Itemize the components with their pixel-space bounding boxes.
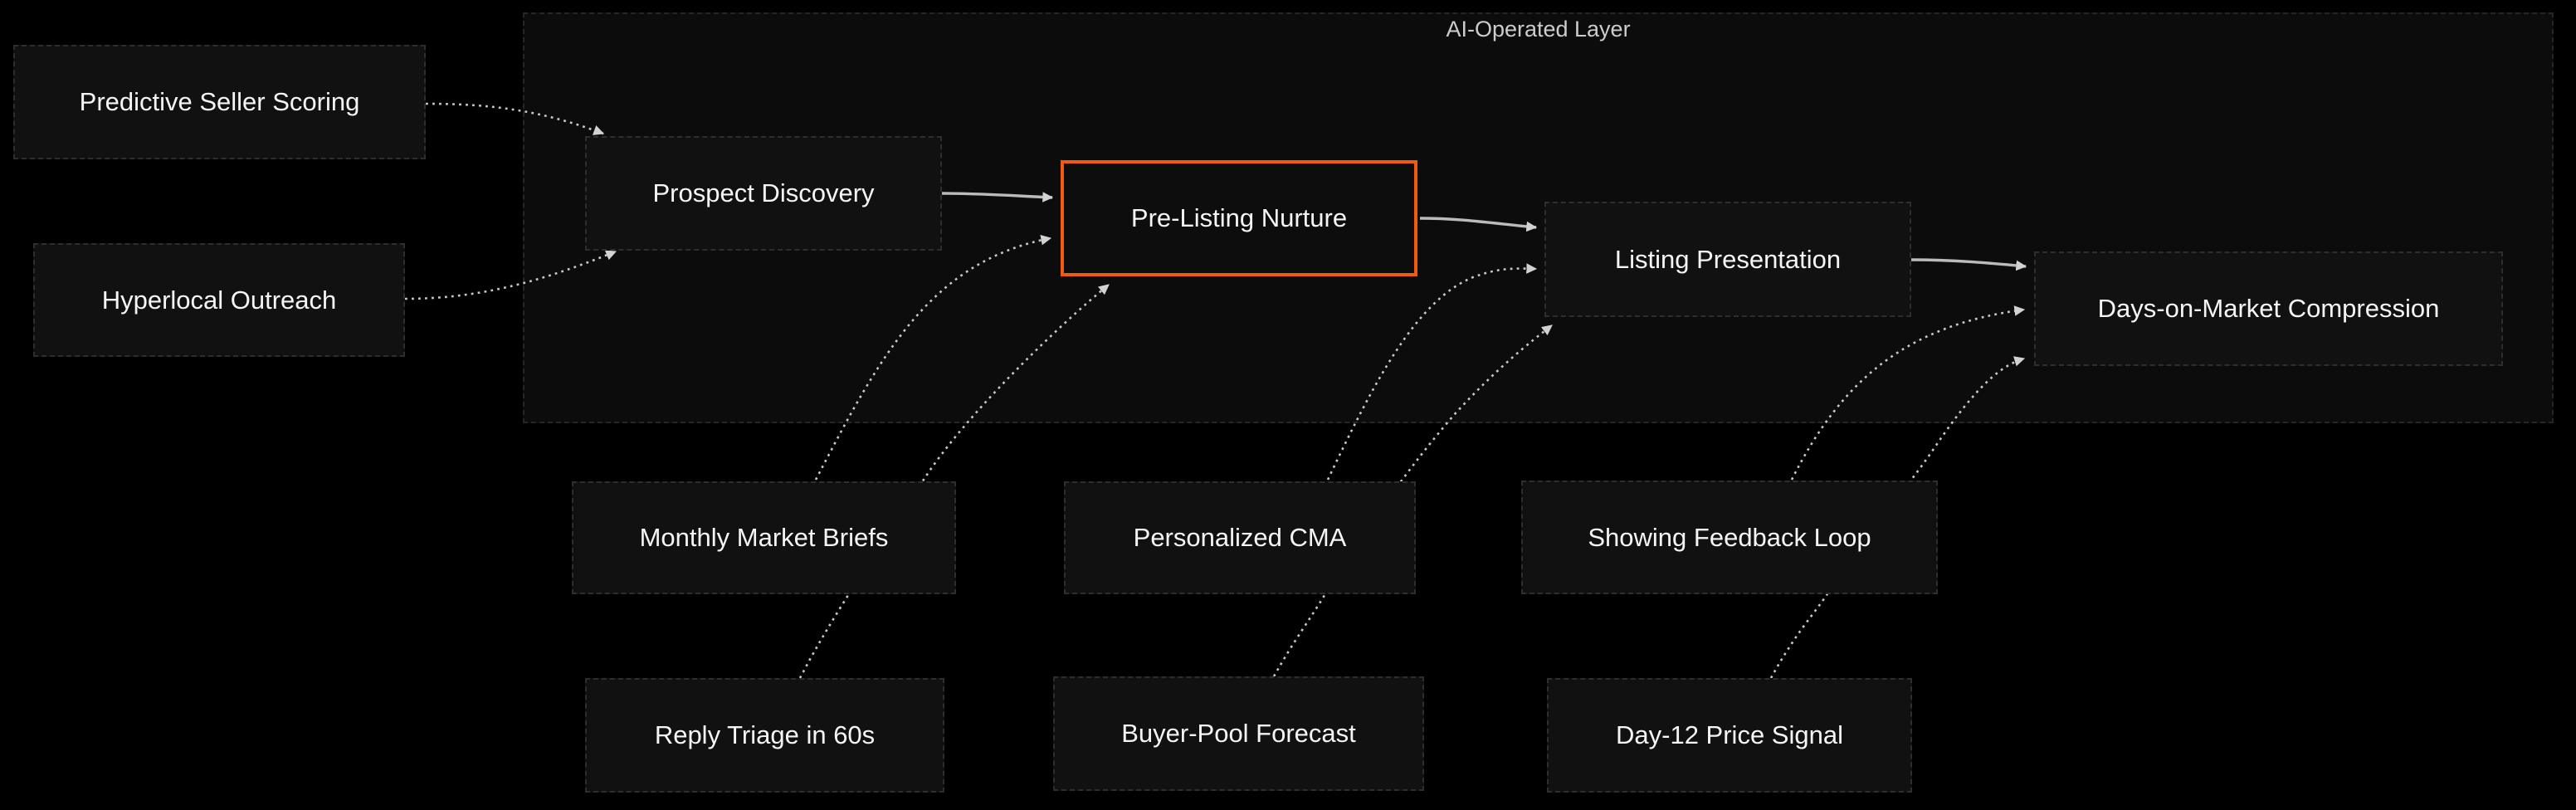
- node-pre-listing-nurture: Pre-Listing Nurture: [1061, 160, 1417, 276]
- node-label: Predictive Seller Scoring: [79, 87, 360, 116]
- node-label: Buyer-Pool Forecast: [1121, 719, 1356, 748]
- node-label: Listing Presentation: [1614, 244, 1842, 274]
- node-label: Reply Triage in 60s: [654, 720, 876, 749]
- node-showing-feedback-loop: Showing Feedback Loop: [1521, 481, 1938, 594]
- cluster-title: AI-Operated Layer: [1446, 17, 1631, 41]
- node-label: Personalized CMA: [1133, 523, 1347, 552]
- node-listing-presentation: Listing Presentation: [1544, 202, 1911, 317]
- node-label: Prospect Discovery: [652, 178, 875, 207]
- node-label: Showing Feedback Loop: [1588, 522, 1871, 552]
- node-label: Days-on-Market Compression: [2097, 294, 2440, 323]
- node-prospect-discovery: Prospect Discovery: [585, 136, 942, 251]
- node-label: Monthly Market Briefs: [639, 523, 889, 552]
- node-personalized-cma: Personalized CMA: [1064, 481, 1416, 594]
- node-label: Day-12 Price Signal: [1616, 720, 1843, 749]
- node-reply-triage-in-60s: Reply Triage in 60s: [585, 678, 944, 793]
- node-predictive-seller-scoring: Predictive Seller Scoring: [13, 45, 426, 159]
- node-label: Pre-Listing Nurture: [1130, 203, 1348, 232]
- node-days-on-market-compression: Days-on-Market Compression: [2034, 251, 2503, 366]
- node-buyer-pool-forecast: Buyer-Pool Forecast: [1053, 676, 1424, 791]
- node-monthly-market-briefs: Monthly Market Briefs: [572, 481, 956, 594]
- node-label: Hyperlocal Outreach: [101, 285, 337, 315]
- node-hyperlocal-outreach: Hyperlocal Outreach: [33, 243, 405, 357]
- node-day-12-price-signal: Day-12 Price Signal: [1547, 678, 1912, 793]
